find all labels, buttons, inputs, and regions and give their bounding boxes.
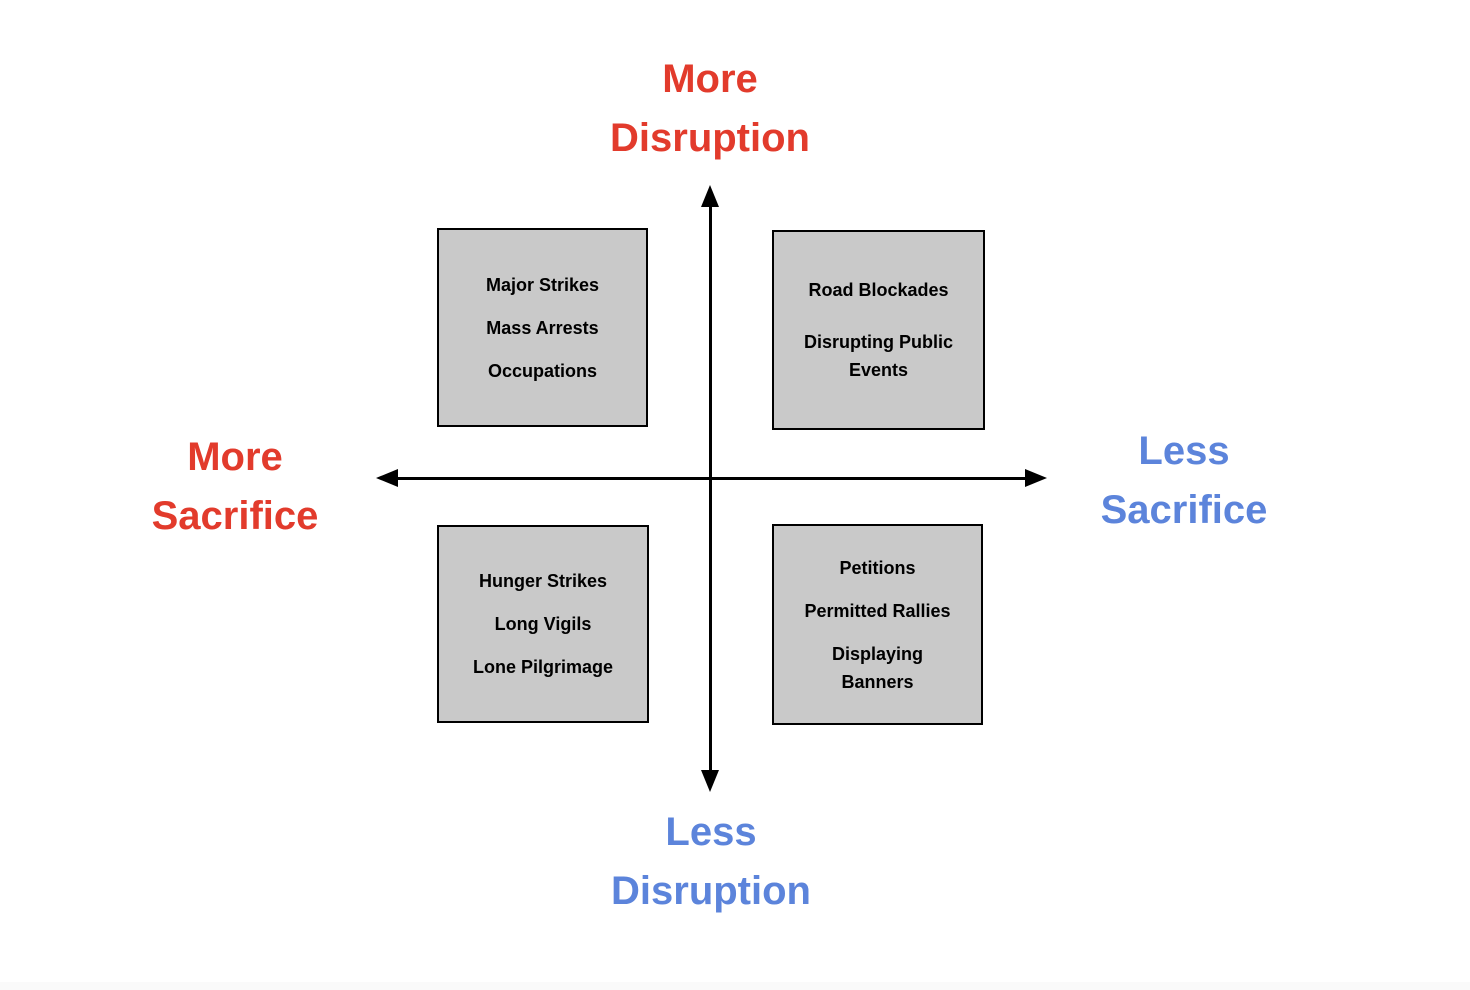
axis-label-line: Sacrifice [151,494,319,538]
box-item: Hunger Strikes [478,571,608,591]
axis-label-line: More [662,57,758,101]
axis-label-line: Disruption [610,116,810,160]
axis-label-more-disruption: More Disruption [510,50,910,168]
axis-label-less-sacrifice: Less Sacrifice [984,422,1384,540]
axis-label-line: More [187,435,283,479]
axis-label-line: Sacrifice [1100,488,1268,532]
axis-label-line: Less [1138,429,1230,473]
box-item: Long Vigils [494,614,592,634]
box-item: Petitions [839,557,916,578]
box-item: Mass Arrests [486,317,599,338]
arrow-up-icon [701,185,719,207]
arrow-left-icon [376,469,398,487]
horizontal-axis-line [392,477,1032,480]
axis-label-line: Less [665,810,757,854]
box-item: Disrupting Public Events [803,332,953,380]
box-item: Displaying Banners [831,643,924,692]
box-item: Permitted Rallies [804,600,951,621]
arrow-right-icon [1025,469,1047,487]
box-item: Occupations [487,360,598,381]
box-item: Major Strikes [485,274,600,295]
axis-label-more-sacrifice: More Sacrifice [35,428,435,546]
box-item: Lone Pilgrimage [472,657,614,677]
box-item: Road Blockades [808,280,949,300]
bottom-edge-strip [0,982,1470,990]
axis-label-less-disruption: Less Disruption [511,803,911,921]
axis-label-line: Disruption [611,869,811,913]
arrow-down-icon [701,770,719,792]
vertical-axis-line [709,203,712,778]
